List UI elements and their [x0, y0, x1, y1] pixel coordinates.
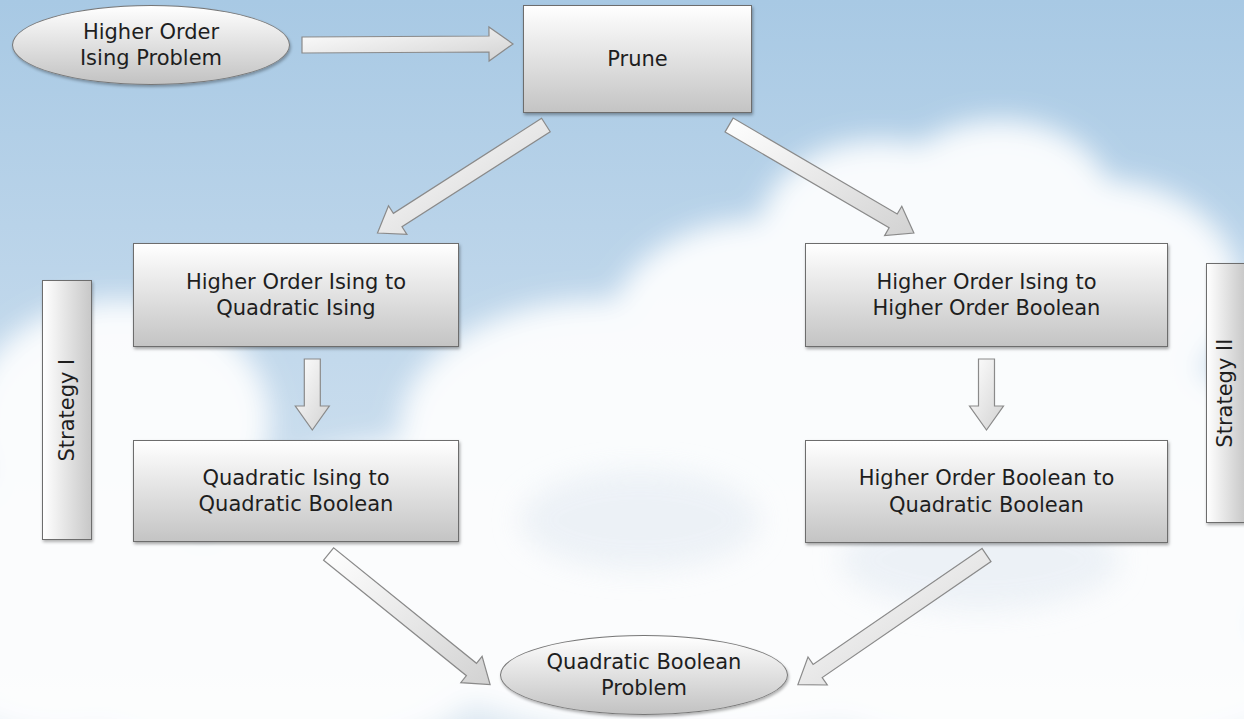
node-label: Higher Order Ising to Quadratic Ising: [165, 269, 427, 322]
block-arrow: [725, 118, 914, 236]
block-arrow: [302, 27, 513, 61]
process-box: Higher Order Ising to Higher Order Boole…: [805, 243, 1168, 347]
node-label: Higher Order Ising Problem: [71, 19, 231, 72]
node-label: Higher Order Ising to Higher Order Boole…: [856, 269, 1118, 322]
cloud: [0, 120, 1244, 719]
block-arrow: [324, 548, 491, 685]
node-label: Quadratic Ising to Quadratic Boolean: [165, 465, 427, 518]
block-arrow: [798, 548, 991, 685]
process-box: Higher Order Ising to Quadratic Ising: [133, 243, 459, 347]
block-arrow: [970, 359, 1004, 430]
start-ellipse: Higher Order Ising Problem: [12, 5, 290, 85]
strategy-label: Strategy I: [54, 359, 80, 462]
process-box: Quadratic Ising to Quadratic Boolean: [133, 440, 459, 542]
block-arrow: [378, 118, 551, 234]
strategy-band: Strategy II: [1206, 263, 1244, 523]
process-box: Higher Order Boolean to Quadratic Boolea…: [805, 440, 1168, 543]
end-ellipse: Quadratic Boolean Problem: [500, 635, 788, 715]
strategy-band: Strategy I: [42, 280, 92, 540]
node-label: Prune: [607, 46, 667, 72]
process-box: Prune: [523, 5, 752, 113]
strategy-label: Strategy II: [1213, 338, 1239, 447]
node-label: Quadratic Boolean Problem: [544, 649, 744, 702]
node-label: Higher Order Boolean to Quadratic Boolea…: [856, 465, 1118, 518]
block-arrow: [295, 359, 329, 430]
